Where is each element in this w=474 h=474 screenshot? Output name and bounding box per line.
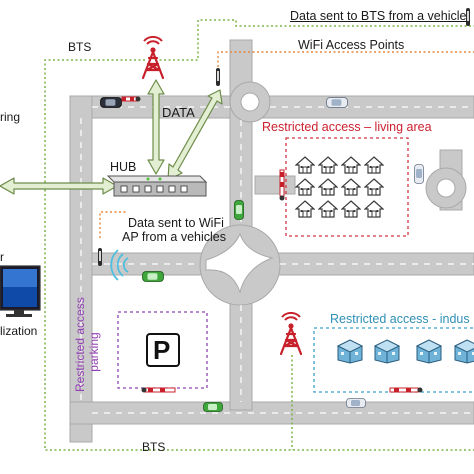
wifi-signal-icon [110, 249, 129, 281]
car-icon [326, 97, 348, 108]
wifi-antenna-icon [216, 68, 220, 86]
house-icon [318, 156, 338, 174]
living-area-border [285, 137, 409, 237]
factory-icon [337, 339, 363, 364]
restricted-industry-label: Restricted access - indus [330, 312, 470, 326]
house-icon [341, 200, 361, 218]
bts-tower-icon [141, 36, 165, 80]
house-icon [318, 178, 338, 196]
barrier-gate-icon [389, 387, 423, 393]
car-icon [100, 97, 122, 108]
parking-sign-icon [146, 333, 180, 367]
road-network [69, 39, 474, 443]
house-icon [295, 156, 315, 174]
hub-label: HUB [110, 160, 137, 174]
house-icon [341, 156, 361, 174]
bts-tower-icon [279, 312, 303, 356]
hub-switch-icon [106, 175, 208, 197]
car-icon [414, 164, 424, 184]
data-sent-bts-label: Data sent to BTS from a vehicle [290, 9, 467, 23]
restricted-parking-line2: parking [87, 332, 101, 372]
house-icon [295, 200, 315, 218]
hub-left-arrow [0, 177, 118, 195]
factory-cluster [337, 339, 474, 364]
car-icon [346, 398, 366, 408]
parking-area-border [117, 311, 208, 389]
data-label: DATA [162, 105, 195, 120]
data-sent-wifi-line1: Data sent to WiFi [128, 216, 224, 230]
car-icon [203, 402, 223, 412]
house-icon [295, 178, 315, 196]
roundabout-islands [205, 92, 456, 294]
barrier-gate-icon [279, 169, 285, 201]
wifi-antenna-icon [466, 8, 470, 26]
restricted-parking-line1: Restricted access [73, 297, 87, 392]
parking-sign-letter: P [153, 335, 171, 365]
car-icon [142, 271, 164, 282]
house-icon [341, 178, 361, 196]
restricted-parking-label: Restricted access parking [73, 297, 107, 392]
barrier-gate-icon [141, 387, 176, 393]
left-ring-label: ring [0, 110, 21, 124]
house-cluster [295, 156, 384, 218]
wifi-antenna-icon [98, 248, 102, 266]
house-icon [364, 178, 384, 196]
barrier-gate-icon [121, 96, 141, 102]
factory-icon [374, 339, 400, 364]
wifi-access-points-label: WiFi Access Points [298, 38, 405, 52]
house-icon [318, 200, 338, 218]
house-icon [364, 156, 384, 174]
bts-bottom-label: BTS [142, 440, 166, 454]
monitor-icon [0, 265, 41, 317]
data-sent-wifi-line2: AP from a vehicles [122, 230, 226, 244]
left-r-label: r [0, 250, 4, 264]
restricted-living-label: Restricted access – living area [262, 120, 432, 134]
house-icon [364, 200, 384, 218]
bts-hub-arrow [147, 79, 165, 175]
car-icon [234, 200, 244, 220]
left-lization-label: lization [0, 324, 38, 338]
bts-green-links [44, 19, 474, 451]
barrier-gates [121, 96, 423, 393]
factory-icon [416, 339, 442, 364]
bts-top-label: BTS [68, 40, 92, 54]
factory-icon [454, 339, 474, 364]
